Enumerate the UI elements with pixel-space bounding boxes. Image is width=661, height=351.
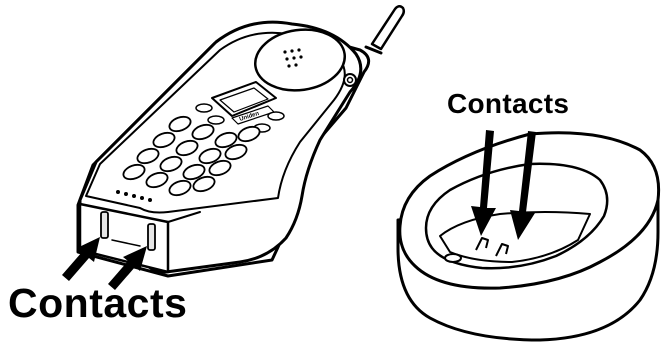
handset-contacts-label: Contacts <box>8 283 187 324</box>
antenna-icon <box>366 6 404 53</box>
handset-contact-right <box>148 224 155 250</box>
charge-led <box>445 254 461 262</box>
cradle-contacts-label: Contacts <box>447 90 569 118</box>
handset-contact-left <box>101 212 108 238</box>
handset-icon: Uniden <box>78 6 404 276</box>
